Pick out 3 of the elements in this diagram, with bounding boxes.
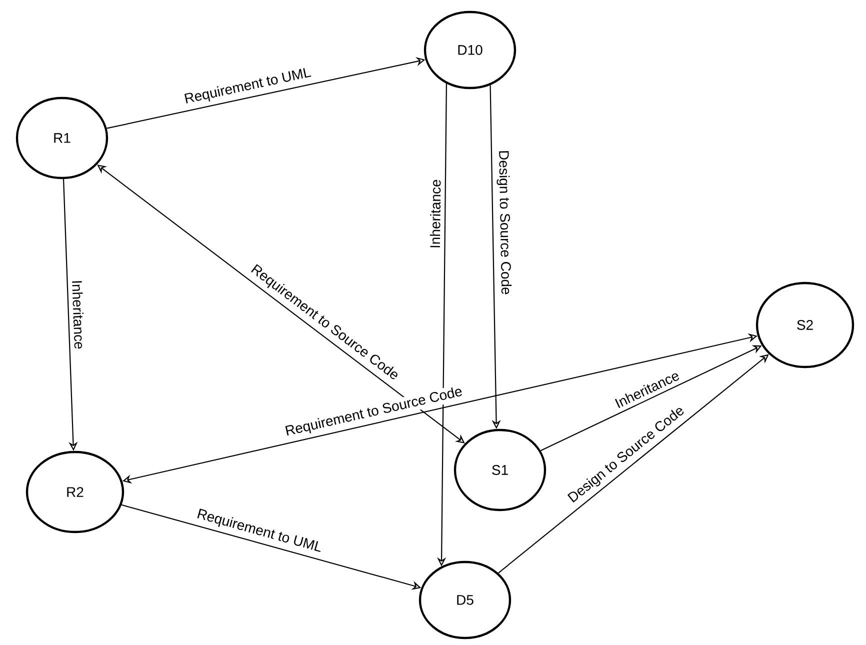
edge-label: Inheritance [428, 178, 442, 250]
edge-label: Design to Source Code [494, 148, 514, 296]
edge-label: Inheritance [70, 278, 86, 351]
